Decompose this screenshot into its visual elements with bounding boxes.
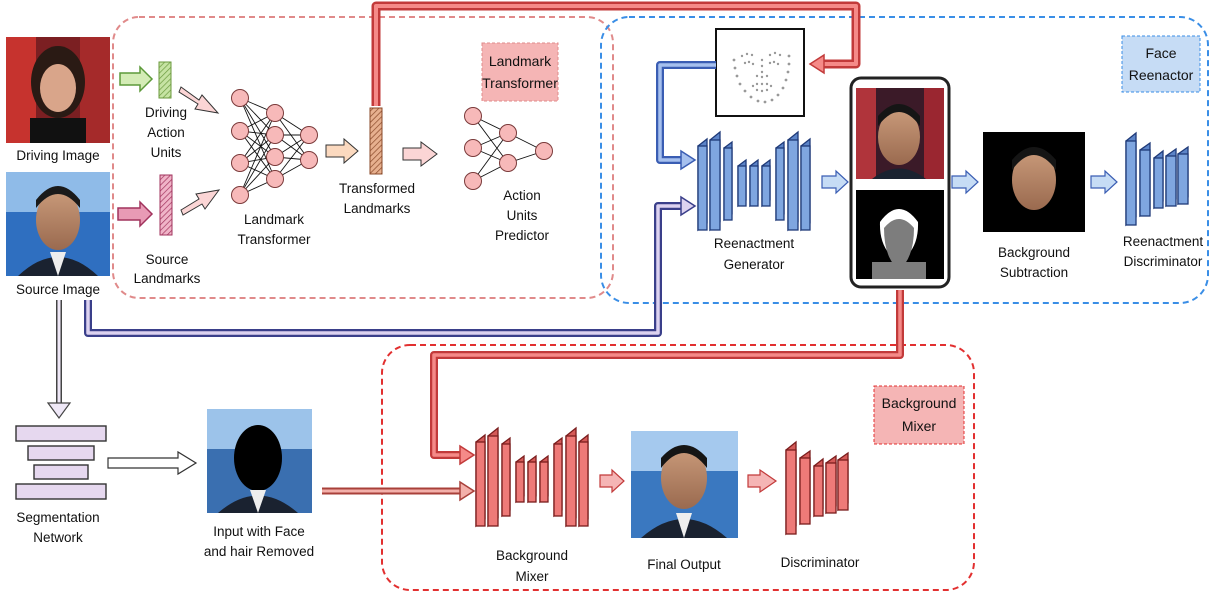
au-predictor-network xyxy=(464,107,553,190)
source-landmarks-label: Source Landmarks xyxy=(134,252,201,286)
svg-text:Units: Units xyxy=(151,145,182,160)
svg-text:Action: Action xyxy=(503,188,541,203)
landmark-transformer-network xyxy=(231,89,318,204)
background-mixer-region xyxy=(381,344,975,591)
au-predictor-label: Action Units Predictor xyxy=(495,188,550,243)
reenactment-discriminator-label: Reenactment Discriminator xyxy=(1123,234,1204,269)
subtraction-to-discriminator-arrow xyxy=(1090,169,1118,195)
landmark-transformer-region xyxy=(112,16,614,299)
face-reenactor-region xyxy=(600,16,1209,304)
output-to-discriminator-arrow xyxy=(747,468,778,494)
svg-text:Generator: Generator xyxy=(724,257,785,272)
source-landmarks-vector xyxy=(159,174,173,236)
driving-au-arrow xyxy=(119,65,154,93)
landmark-transformer-tag: Landmark Transformer xyxy=(481,42,559,102)
source-image xyxy=(6,172,110,276)
svg-text:Background: Background xyxy=(998,245,1070,260)
mixer-to-output-arrow xyxy=(599,468,625,494)
landmark-transformer-label: Landmark Transformer xyxy=(237,212,311,247)
svg-text:Reenactment: Reenactment xyxy=(714,236,795,251)
svg-text:Transformed: Transformed xyxy=(339,181,415,196)
landmarks-to-predictor-arrow xyxy=(402,141,438,167)
source-image-label: Source Image xyxy=(16,282,100,297)
transformed-landmarks-vector xyxy=(369,107,383,175)
face-reenactor-tag: Face Reenactor xyxy=(1121,35,1201,93)
svg-text:Background: Background xyxy=(496,548,568,563)
svg-text:Action: Action xyxy=(147,125,185,140)
svg-text:Units: Units xyxy=(507,208,538,223)
svg-text:Face: Face xyxy=(1145,45,1176,61)
svg-text:Segmentation: Segmentation xyxy=(16,510,99,525)
reenactment-generator-label: Reenactment Generator xyxy=(714,236,795,272)
input-face-removed-image xyxy=(207,409,312,513)
svg-text:Reenactor: Reenactor xyxy=(1129,67,1194,83)
generated-output-panel xyxy=(849,76,951,289)
source-to-generator-pipe xyxy=(84,202,683,337)
source-to-segmentation-arrowhead xyxy=(46,402,72,420)
input-face-removed-label: Input with Face and hair Removed xyxy=(204,524,314,559)
svg-text:Network: Network xyxy=(33,530,83,545)
svg-text:Landmarks: Landmarks xyxy=(134,271,201,286)
driving-image xyxy=(6,37,110,143)
landmark-image-arrowhead xyxy=(680,149,697,171)
landmarks-to-transformer-arrow xyxy=(180,189,221,216)
svg-text:Mixer: Mixer xyxy=(902,418,937,434)
segmentation-to-input-arrow xyxy=(107,450,198,476)
svg-text:and hair Removed: and hair Removed xyxy=(204,544,314,559)
background-mixer-network xyxy=(475,426,589,528)
background-mixer-tag: Background Mixer xyxy=(873,385,965,445)
generator-output-to-mixer-arrowhead xyxy=(459,444,476,466)
svg-text:Mixer: Mixer xyxy=(516,569,550,584)
generator-to-output-arrow xyxy=(821,169,849,195)
svg-text:Discriminator: Discriminator xyxy=(1124,254,1203,269)
output-to-subtraction-arrow xyxy=(951,169,979,195)
segmentation-network xyxy=(15,425,107,500)
driving-image-label: Driving Image xyxy=(16,148,99,163)
svg-text:Predictor: Predictor xyxy=(495,228,550,243)
transformed-landmarks-label: Transformed Landmarks xyxy=(339,181,415,216)
source-landmarks-arrow xyxy=(117,200,154,228)
reenactment-generator xyxy=(697,130,811,232)
svg-text:Landmark: Landmark xyxy=(244,212,304,227)
svg-text:Transformer: Transformer xyxy=(482,75,558,91)
svg-text:Transformer: Transformer xyxy=(237,232,311,247)
landmarks-to-image-arrowhead xyxy=(808,53,825,75)
background-discriminator xyxy=(785,440,849,536)
reenactment-discriminator xyxy=(1125,131,1189,227)
input-to-mixer-arrowhead xyxy=(459,480,476,502)
final-output-image xyxy=(631,431,738,538)
svg-text:Input with Face: Input with Face xyxy=(213,524,305,539)
generator-output-to-mixer-pipe xyxy=(430,290,904,459)
svg-text:Driving: Driving xyxy=(145,105,187,120)
background-mixer-label: Background Mixer xyxy=(496,548,568,584)
background-subtraction-label: Background Subtraction xyxy=(998,245,1070,280)
source-to-generator-arrowhead xyxy=(680,195,697,217)
au-to-transformer-arrow xyxy=(178,86,220,114)
final-output-label: Final Output xyxy=(647,557,721,572)
transformer-to-landmarks-arrow xyxy=(325,137,359,165)
background-subtraction-image xyxy=(983,132,1085,232)
driving-au-vector xyxy=(158,61,172,99)
svg-text:Subtraction: Subtraction xyxy=(1000,265,1068,280)
segmentation-network-label: Segmentation Network xyxy=(16,510,99,545)
svg-text:Background: Background xyxy=(882,395,957,411)
svg-text:Reenactment: Reenactment xyxy=(1123,234,1204,249)
svg-text:Landmark: Landmark xyxy=(489,53,552,69)
discriminator-label: Discriminator xyxy=(781,555,860,570)
driving-au-label: Driving Action Units xyxy=(145,105,187,160)
svg-text:Source: Source xyxy=(146,252,189,267)
svg-text:Landmarks: Landmarks xyxy=(344,201,411,216)
landmark-image xyxy=(715,28,805,117)
